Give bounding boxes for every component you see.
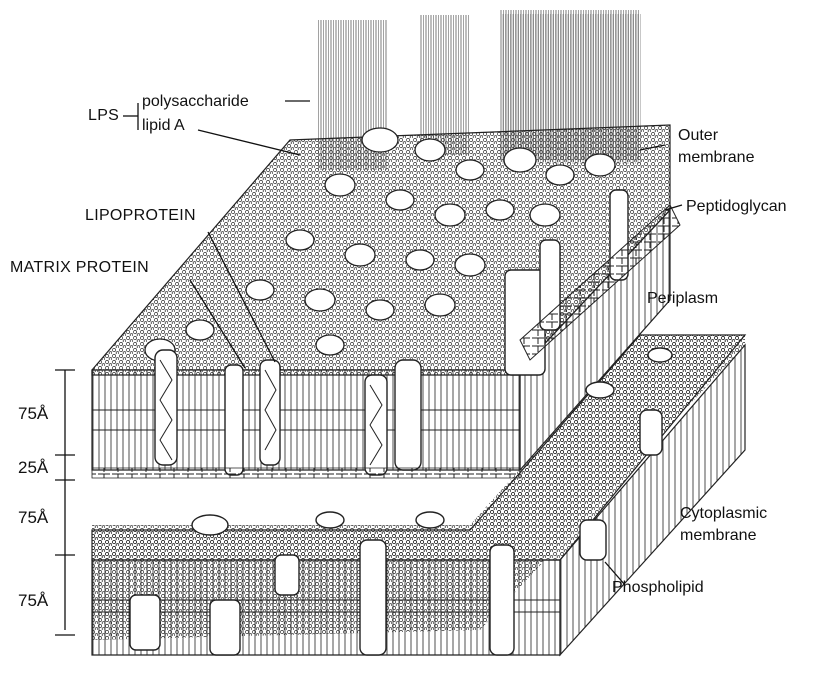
polysaccharide-label: polysaccharide	[142, 93, 249, 111]
dimension-label-periplasm: 75Å	[18, 509, 48, 527]
peptidoglycan-label: Peptidoglycan	[686, 198, 787, 216]
lps-label: LPS	[88, 107, 119, 125]
periplasm-label: Periplasm	[647, 290, 718, 308]
dimension-label-outer-membrane: 75Å	[18, 405, 48, 423]
dimension-label-peptidoglycan: 25Å	[18, 459, 48, 477]
cytoplasmic-membrane-label-line1: Cytoplasmic	[680, 505, 767, 523]
cytoplasmic-membrane-label-line2: membrane	[680, 527, 756, 545]
matrix-protein-label: MATRIX PROTEIN	[10, 259, 149, 277]
lipoprotein-label: LIPOPROTEIN	[85, 207, 196, 225]
dimension-label-cytoplasmic-membrane: 75Å	[18, 592, 48, 610]
outer-membrane-label-line2: membrane	[678, 149, 754, 167]
phospholipid-label: Phospholipid	[612, 579, 704, 597]
outer-membrane-label-line1: Outer	[678, 127, 718, 145]
lipid-a-label: lipid A	[142, 117, 185, 135]
